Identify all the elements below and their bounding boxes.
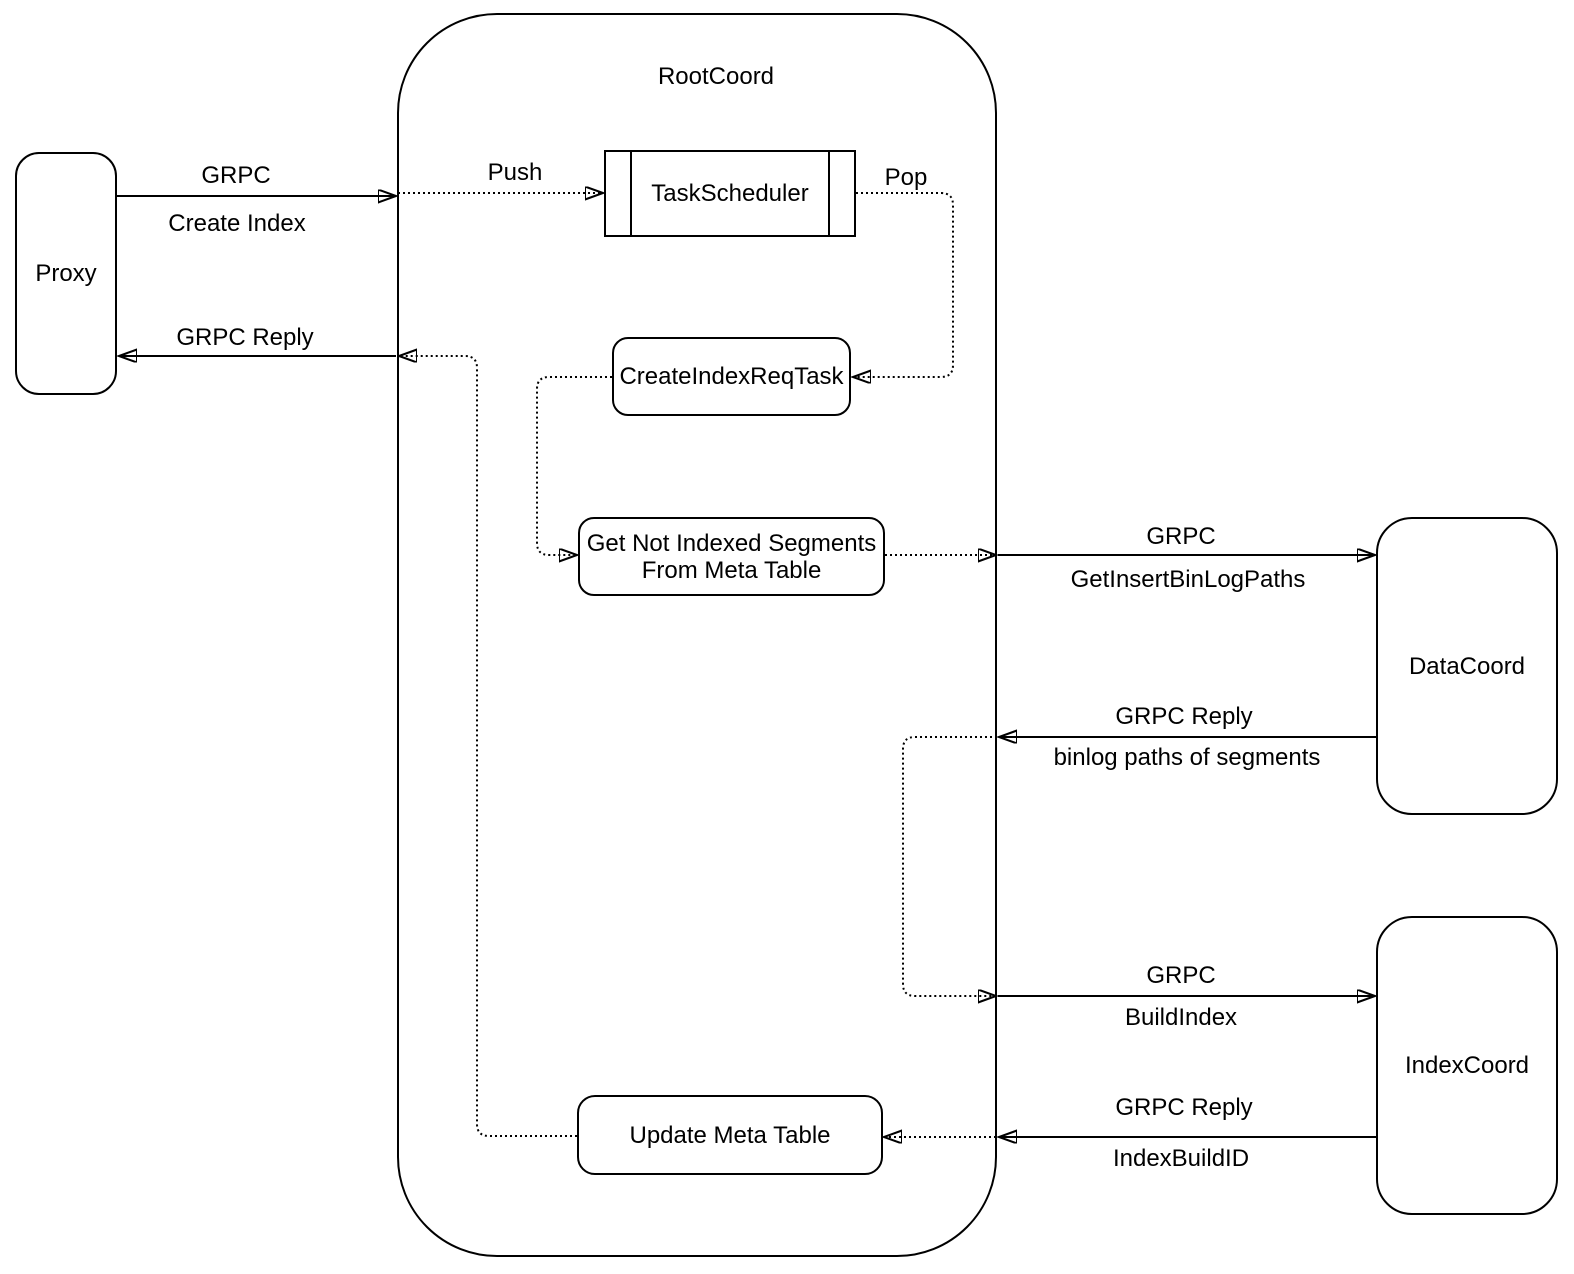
node-proxy: Proxy [15,152,117,395]
update-meta-table-label: Update Meta Table [629,1121,831,1149]
label-grpc-reply-indexbuildid-line2: IndexBuildID [1112,1145,1250,1172]
node-index-coord: IndexCoord [1376,916,1558,1215]
node-get-not-indexed-segments: Get Not Indexed Segments From Meta Table [578,517,885,596]
create-index-req-task-label: CreateIndexReqTask [619,363,844,390]
label-grpc-reply-binlog-line1: GRPC Reply [1115,703,1253,730]
node-root-coord [397,13,997,1257]
task-scheduler-side-bar-right [828,150,830,237]
get-not-indexed-segments-label-line1: Get Not Indexed Segments [586,529,877,557]
task-scheduler-side-bar-left [630,150,632,237]
label-grpc-getinsert-line1: GRPC [1146,523,1216,550]
get-not-indexed-segments-label-line2: From Meta Table [641,556,822,584]
label-grpc-buildindex-line1: GRPC [1146,962,1216,989]
edge-reqtask-to-getsegments [536,376,612,555]
node-data-coord: DataCoord [1376,517,1558,815]
label-grpc-create-index-line1: GRPC [201,162,271,189]
label-grpc-reply-binlog-line2: binlog paths of segments [1053,744,1321,771]
label-grpc-getinsert-line2: GetInsertBinLogPaths [1070,566,1306,593]
label-push: Push [487,159,543,186]
node-task-scheduler: TaskScheduler [604,150,856,237]
label-grpc-reply-proxy: GRPC Reply [176,324,314,351]
edge-updatemeta-to-wall [399,356,577,1137]
node-update-meta-table: Update Meta Table [577,1095,883,1175]
proxy-label: Proxy [35,260,97,287]
data-coord-label: DataCoord [1408,652,1526,680]
root-coord-label: RootCoord [657,63,775,90]
index-coord-label: IndexCoord [1404,1052,1530,1079]
label-grpc-reply-indexbuildid-line1: GRPC Reply [1115,1094,1253,1121]
label-pop: Pop [884,164,928,191]
node-create-index-req-task: CreateIndexReqTask [612,337,851,416]
label-grpc-create-index-line2: Create Index [168,210,306,237]
edge-binlog-to-buildindex [902,736,997,996]
task-scheduler-label: TaskScheduler [651,180,809,207]
label-grpc-buildindex-line2: BuildIndex [1124,1004,1238,1031]
